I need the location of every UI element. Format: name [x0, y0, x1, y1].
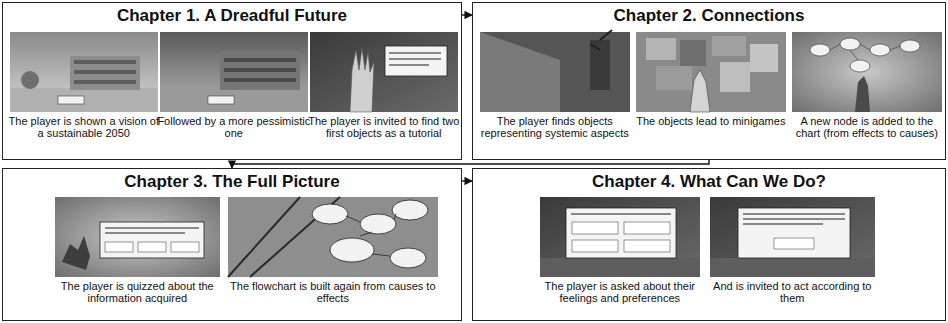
screenshot-frame: And is invited to act according to them — [710, 197, 875, 305]
room-scene — [480, 30, 630, 112]
flow-arrow — [462, 14, 472, 15]
chart-scene — [792, 32, 942, 112]
quiz-scene — [55, 197, 220, 277]
chapter-title: Chapter 4. What Can We Do? — [473, 172, 945, 192]
chapter-panel: Chapter 1. A Dreadful FutureThe player i… — [2, 2, 462, 160]
screenshot-frame: The player is invited to find two first … — [310, 32, 458, 140]
flowchart-scene — [228, 197, 438, 277]
screenshot-caption: The objects lead to minigames — [632, 115, 790, 128]
screenshot-caption: The player is asked about their feelings… — [536, 280, 704, 305]
chapter-panel: Chapter 2. ConnectionsThe player finds o… — [472, 2, 946, 160]
screenshot-caption: The player finds objects representing sy… — [476, 115, 634, 140]
screenshot-caption: The player is invited to find two first … — [306, 115, 462, 140]
chapter-title: Chapter 3. The Full Picture — [3, 172, 461, 192]
flow-arrow — [462, 180, 472, 181]
screenshot-frame: The player is asked about their feelings… — [540, 197, 700, 305]
screenshot-caption: The flowchart is built again from causes… — [224, 280, 442, 305]
screenshot-caption: The player is shown a vision of a sustai… — [6, 115, 162, 140]
street-scene — [10, 32, 158, 112]
screenshot-caption: And is invited to act according to them — [706, 280, 879, 305]
feelings-scene — [540, 197, 700, 277]
chapter-title: Chapter 1. A Dreadful Future — [3, 6, 461, 26]
street-scene-dark — [160, 32, 308, 112]
screenshot-frame: The player is quizzed about the informat… — [55, 197, 220, 305]
act-scene — [710, 197, 875, 277]
screenshot-caption: Followed by a more pessimistic one — [156, 115, 312, 140]
screenshot-frame: The player is shown a vision of a sustai… — [10, 32, 158, 140]
screenshot-frame: The objects lead to minigames — [636, 32, 786, 128]
screenshot-frame: The flowchart is built again from causes… — [228, 197, 438, 305]
screenshot-caption: A new node is added to the chart (from e… — [788, 115, 946, 140]
screenshot-frame: Followed by a more pessimistic one — [160, 32, 308, 140]
chapter-panel: Chapter 4. What Can We Do? The player is … — [472, 168, 946, 321]
tutorial-hand-scene — [310, 32, 458, 112]
chapter-title: Chapter 2. Connections — [473, 6, 945, 26]
flow-arrow — [232, 160, 709, 168]
screenshot-frame: A new node is added to the chart (from e… — [792, 32, 942, 140]
screenshot-caption: The player is quizzed about the informat… — [51, 280, 224, 305]
minigame-scene — [636, 32, 786, 112]
chapter-panel: Chapter 3. The Full PictureThe player is… — [2, 168, 462, 321]
screenshot-frame: The player finds objects representing sy… — [480, 32, 630, 140]
